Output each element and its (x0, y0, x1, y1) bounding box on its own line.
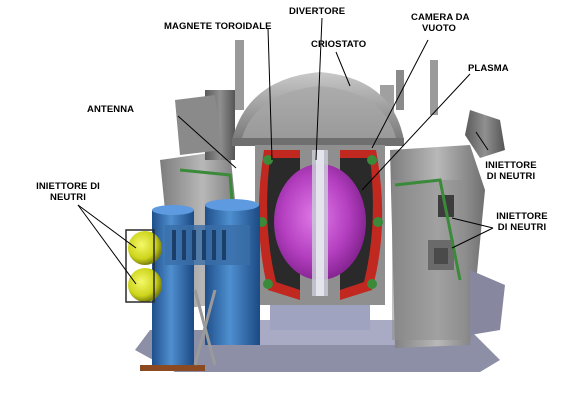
label-iniettore-right-top: INIETTORE DI NEUTRI (474, 160, 548, 182)
label-camera-da-vuoto: CAMERA DA VUOTO (411, 12, 470, 34)
label-camera-line1: CAMERA DA (411, 12, 470, 23)
label-iniettore-left-line1: INIETTORE DI (36, 181, 100, 192)
plasma-volume (274, 150, 366, 296)
label-iniettore-right-top-line1: INIETTORE (485, 160, 537, 171)
label-iniettore-right-top-line2: DI NEUTRI (486, 171, 536, 182)
label-iniettore-right-mid-line2: DI NEUTRI (497, 222, 547, 233)
label-divertore: DIVERTORE (289, 6, 346, 17)
label-iniettore-left-line2: NEUTRI (50, 192, 86, 203)
injector-port-lower (128, 268, 162, 302)
label-plasma: PLASMA (468, 63, 509, 74)
label-iniettore-left: INIETTORE DI NEUTRI (27, 181, 109, 203)
leader-lines (77, 17, 494, 285)
label-iniettore-right-mid: INIETTORE DI NEUTRI (486, 211, 558, 233)
label-iniettore-right-mid-line1: INIETTORE (496, 211, 548, 222)
label-camera-line2: VUOTO (421, 23, 457, 34)
neutral-injector-left (125, 199, 260, 371)
injector-port-upper (128, 231, 162, 265)
label-criostato: CRIOSTATO (311, 39, 367, 50)
label-antenna: ANTENNA (87, 104, 135, 115)
label-magnete-toroidale: MAGNETE TOROIDALE (164, 21, 272, 32)
